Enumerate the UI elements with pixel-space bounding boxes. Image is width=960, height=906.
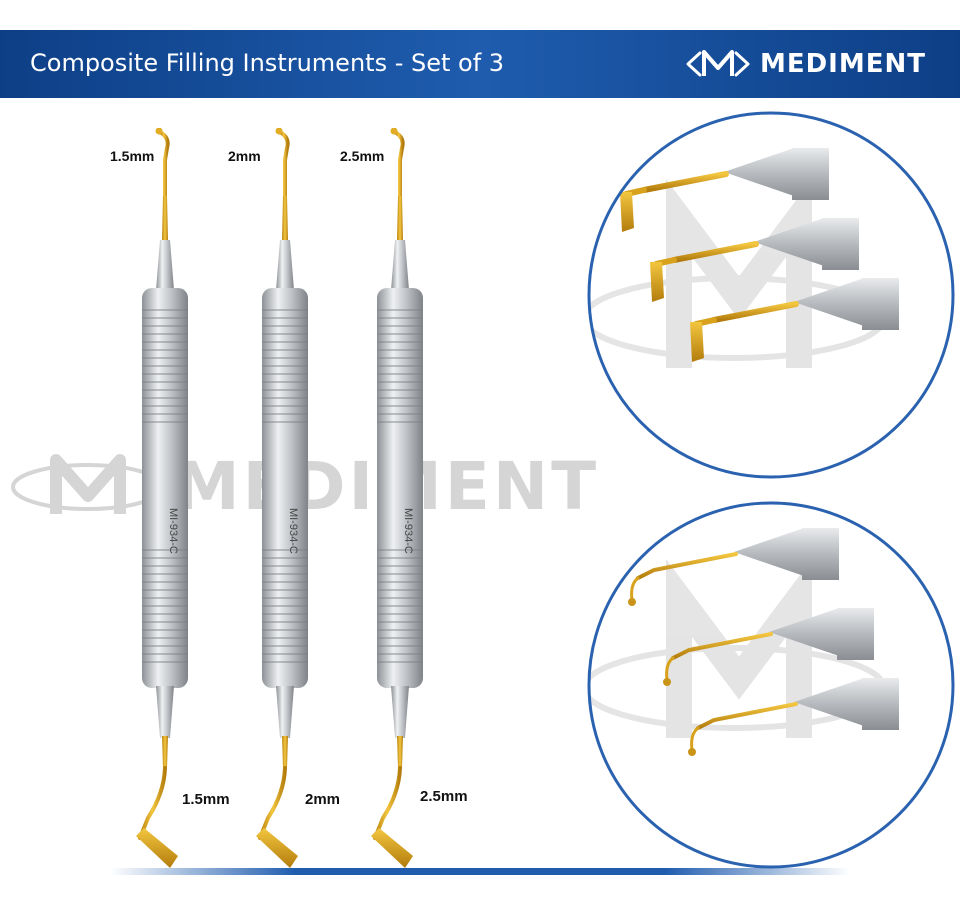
instrument-2: MI-934-C [254,128,310,870]
instrument-1: MI-934-C [134,128,190,870]
product-stage: MEDIMENT [0,98,960,898]
footer-divider [110,868,850,875]
closeup-paddle-tips [587,111,955,479]
instrument-1-bottom-size-label: 1.5mm [182,791,230,808]
instrument-1-top-size-label: 1.5mm [110,148,155,164]
instrument-2-top-size-label: 2mm [228,148,261,164]
closeup-ball-tips [587,501,955,869]
instrument-2-bottom-size-label: 2mm [305,791,341,808]
instrument-3-top-size-label: 2.5mm [340,148,385,164]
page-title: Composite Filling Instruments - Set of 3 [30,49,505,77]
header-banner: Composite Filling Instruments - Set of 3… [0,30,960,98]
instrument-3: MI-934-C [369,128,425,870]
instrument-3-engraving: MI-934-C [402,508,414,554]
instrument-3-bottom-size-label: 2.5mm [420,788,468,805]
mediment-m-logo-icon [686,50,750,77]
brand-name: MEDIMENT [759,49,926,79]
instrument-1-engraving: MI-934-C [167,508,179,554]
instrument-2-engraving: MI-934-C [287,508,299,554]
brand: MEDIMENT [680,44,926,84]
